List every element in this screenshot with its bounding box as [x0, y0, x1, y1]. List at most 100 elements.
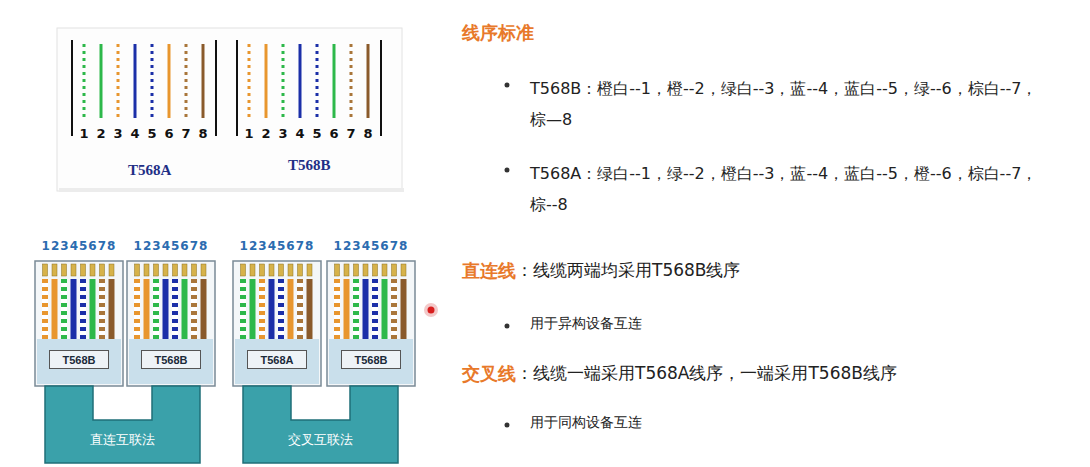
label-text: 12345678: [134, 239, 209, 253]
wire-stroke: [288, 279, 294, 339]
pin: [344, 264, 349, 276]
label-text: 3: [113, 126, 122, 142]
pin: [154, 264, 159, 276]
cursor-dot: [424, 303, 438, 317]
label-text: T568B: [288, 156, 331, 174]
wire-stroke: [240, 279, 246, 339]
wire-stroke: [240, 279, 246, 339]
wire-stroke: [265, 44, 268, 118]
wire-stroke: [250, 279, 256, 339]
label-text: 2: [96, 126, 105, 142]
plug-label: T568B: [62, 354, 95, 366]
label-text: T568B：橙白--1，橙--2，绿白--3，蓝--4，蓝白--5，绿--6，棕…: [530, 73, 1040, 135]
pin: [298, 264, 303, 276]
wire-stroke: [99, 279, 105, 339]
plug-body: [37, 339, 121, 384]
wire-stroke: [182, 279, 188, 339]
wire-stroke: [367, 44, 370, 118]
wire-stroke: [99, 279, 105, 339]
cable: [45, 386, 398, 463]
wires: [84, 44, 368, 118]
pin: [363, 264, 368, 276]
plug-label-box: T568B: [141, 350, 201, 369]
label-text: 6: [329, 126, 338, 142]
label-text: 8: [363, 126, 372, 142]
label-text: 直连线: [462, 260, 516, 282]
label-text: 12345678: [42, 239, 117, 253]
rj45-plug: [327, 261, 415, 386]
pin: [354, 264, 359, 276]
pin: [43, 264, 48, 276]
pin: [288, 264, 293, 276]
wire-stroke: [42, 279, 48, 339]
plug-label: T568B: [154, 354, 187, 366]
wire-stroke: [297, 279, 303, 339]
plug-label-box: T568B: [49, 350, 109, 369]
wire-stroke: [172, 279, 178, 339]
wire-stroke: [372, 279, 378, 339]
label-text: 交叉互联法: [288, 432, 353, 448]
pin: [71, 264, 76, 276]
label-text: 1: [79, 126, 88, 142]
label-text: 2: [261, 126, 270, 142]
label-text: T568A：绿白--1，绿--2，橙白--3，蓝--4，蓝白--5，橙--6，棕…: [530, 158, 1040, 220]
pin: [260, 264, 265, 276]
label-text: 线序标准: [462, 22, 534, 44]
wire-stroke: [391, 279, 397, 339]
pin: [144, 264, 149, 276]
label-text: 12345678: [334, 239, 409, 253]
rj45-plug: [127, 261, 215, 386]
wire-stroke: [372, 279, 378, 339]
wire-stroke: [61, 279, 67, 339]
pin: [201, 264, 206, 276]
wire-stroke: [42, 279, 48, 339]
panel-shadow: [59, 188, 404, 192]
label-text: 8: [198, 126, 207, 142]
pin: [81, 264, 86, 276]
wire-stroke: [191, 279, 197, 339]
wire-stroke: [201, 279, 207, 339]
wire-stroke: [202, 44, 205, 118]
pin: [192, 264, 197, 276]
wire-stroke: [334, 279, 340, 339]
rj45-plug: [35, 261, 123, 386]
wire-stroke: [151, 44, 154, 118]
label-text: T568A: [128, 161, 171, 179]
pin: [307, 264, 312, 276]
label-text: 用于异构设备互连: [530, 315, 642, 332]
wire-stroke: [269, 279, 275, 339]
label-text: 12345678: [240, 239, 315, 253]
wire-stroke: [144, 279, 150, 339]
wire-stroke: [259, 279, 265, 339]
pin: [392, 264, 397, 276]
label-text: 用于同构设备互连: [530, 414, 642, 431]
label-text: 5: [147, 126, 156, 142]
wire-stroke: [83, 44, 86, 118]
wire-stroke: [61, 279, 67, 339]
plug-body: [235, 339, 319, 384]
wire-stroke: [71, 279, 77, 339]
rj45-plug: [233, 261, 321, 386]
panel: [57, 28, 402, 191]
label-text: 直连互联法: [90, 432, 155, 448]
wire-stroke: [334, 279, 340, 339]
wire-stroke: [153, 279, 159, 339]
pin: [335, 264, 340, 276]
wire-stroke: [350, 44, 353, 118]
wire-stroke: [382, 279, 388, 339]
wire-stroke: [191, 279, 197, 339]
wire-stroke: [52, 279, 58, 339]
pin: [100, 264, 105, 276]
wire-stroke: [248, 44, 251, 118]
pin: [52, 264, 57, 276]
wire-stroke: [134, 279, 140, 339]
label-text: 6: [164, 126, 173, 142]
pin: [109, 264, 114, 276]
wire-stroke: [297, 279, 303, 339]
pin: [269, 264, 274, 276]
wire-stroke: [278, 279, 284, 339]
label-text: 1: [244, 126, 253, 142]
wire-stroke: [307, 279, 313, 339]
label-text: ：线缆一端采用T568A线序，一端采用T568B线序: [516, 363, 897, 383]
